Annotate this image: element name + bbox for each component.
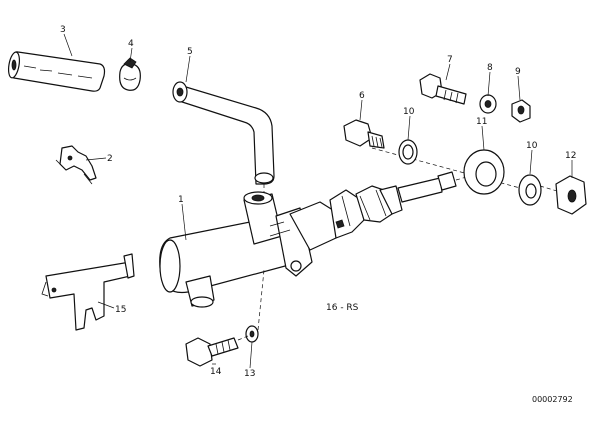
part-9-nut [511, 99, 531, 123]
variant-label: 16 - RS [326, 303, 359, 313]
part-2-bracket [55, 145, 97, 185]
leader-lines [63, 33, 573, 369]
callout-11: 11 [476, 117, 487, 127]
part-15-mounting-plate [41, 253, 135, 331]
part-10-seal-ring-lower [518, 174, 542, 206]
push-rod-assembly [289, 171, 457, 251]
callout-10-lower: 10 [526, 141, 538, 151]
part-14-bolt [185, 337, 239, 367]
part-3-hose-sleeve [7, 51, 106, 92]
part-13-washer [245, 325, 259, 343]
callout-6: 6 [359, 91, 365, 101]
callout-12: 12 [565, 151, 576, 161]
callout-8: 8 [487, 63, 493, 73]
callout-3: 3 [60, 25, 66, 35]
callout-13: 13 [244, 369, 255, 379]
callout-15: 15 [115, 305, 126, 315]
callout-4: 4 [128, 39, 134, 49]
part-8-washer [479, 94, 497, 114]
callout-14: 14 [210, 367, 222, 377]
part-11-eye-ring [463, 149, 505, 195]
callout-10-upper: 10 [403, 107, 415, 117]
callout-9: 9 [515, 67, 521, 77]
callout-7: 7 [447, 55, 453, 65]
axis-line-mounting [237, 269, 265, 341]
callout-2: 2 [107, 154, 113, 164]
part-7-bolt [419, 73, 467, 105]
part-5-l-hose [172, 81, 275, 185]
part-12-hex-nut [555, 175, 587, 215]
callout-1: 1 [178, 195, 184, 205]
part-4-hose-clamp [119, 57, 141, 91]
part-1-master-cylinder [159, 191, 313, 308]
part-6-banjo-bolt [343, 119, 385, 149]
callout-5: 5 [187, 47, 193, 57]
part-10-seal-ring-upper [398, 139, 418, 165]
diagram-reference-number: 00002792 [532, 395, 573, 404]
